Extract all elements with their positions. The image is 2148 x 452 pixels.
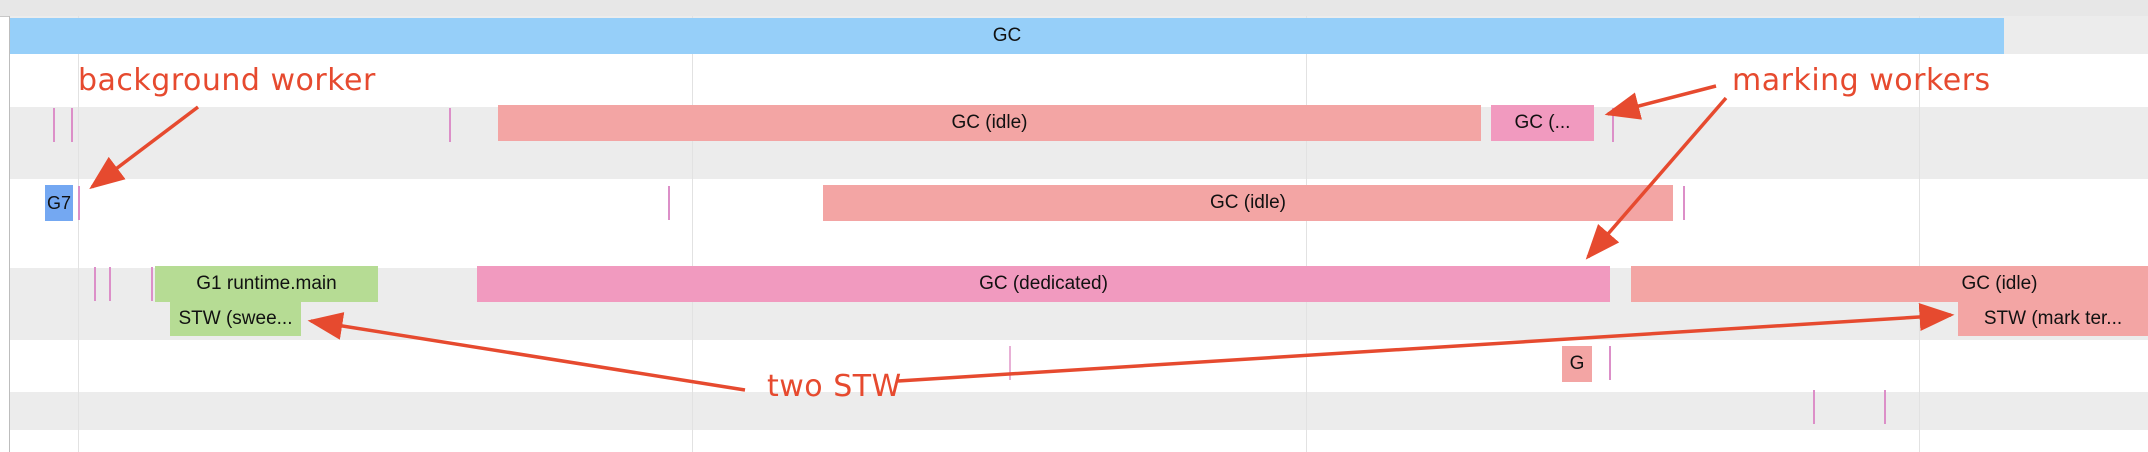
event-tick[interactable] [1683,186,1685,220]
gc-dedicated-slice[interactable]: GC (dedicated) [477,266,1610,302]
gc-idle-slice[interactable]: GC (idle) [1631,266,2148,302]
goroutine-g-slice[interactable]: G [1562,346,1592,382]
arrow-two-stw-right [897,302,1955,383]
event-tick[interactable] [94,267,96,301]
event-tick[interactable] [109,267,111,301]
annotation-two-stw: two STW [767,369,902,404]
gc-idle-slice[interactable]: GC (idle) [823,185,1673,221]
gc-bar[interactable]: GC [10,18,2004,54]
annotation-marking-workers: marking workers [1732,63,1991,98]
event-tick[interactable] [71,108,73,142]
arrow-two-stw-left [307,312,746,392]
event-tick[interactable] [668,186,670,220]
gridline [692,16,693,452]
gridline [1306,16,1307,452]
event-tick[interactable] [1884,390,1886,424]
event-tick[interactable] [78,186,80,220]
event-tick[interactable] [1609,346,1611,380]
arrow-marking-workers-2 [1585,96,1728,260]
stw-sweep-slice[interactable]: STW (swee... [170,301,301,336]
gridline [1919,16,1920,452]
gc-worker-slice[interactable]: GC (... [1491,105,1594,141]
goroutine-g1-slice[interactable]: G1 runtime.main [155,266,378,302]
event-tick[interactable] [1813,390,1815,424]
event-tick[interactable] [449,108,451,142]
event-tick[interactable] [1612,108,1614,142]
annotation-background-worker: background worker [78,63,376,98]
event-tick[interactable] [53,108,55,142]
proc-row-5 [10,392,2148,430]
event-tick[interactable] [1009,346,1011,380]
goroutine-g7-slice[interactable]: G7 [45,185,73,221]
gridline [78,16,79,452]
stw-mark-slice[interactable]: STW (mark ter... [1958,301,2148,336]
arrow-marking-workers-1 [1604,84,1717,120]
timeline-left-edge [9,16,10,452]
event-tick[interactable] [151,267,153,301]
gc-idle-slice[interactable]: GC (idle) [498,105,1481,141]
arrow-background-worker [89,105,200,190]
